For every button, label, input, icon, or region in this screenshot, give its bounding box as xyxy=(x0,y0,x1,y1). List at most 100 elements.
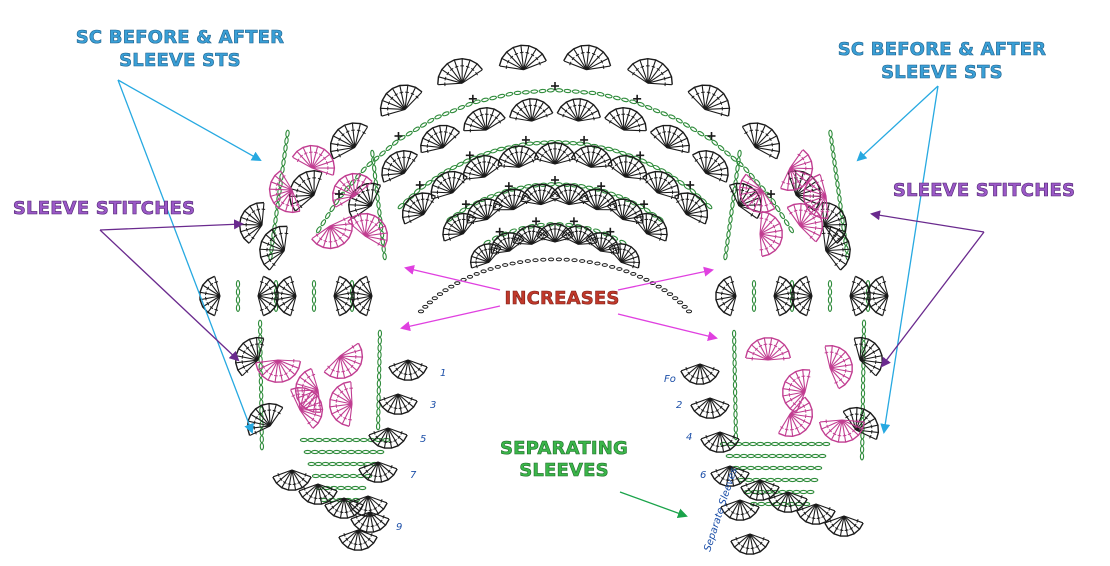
shell-stitch-icon xyxy=(730,533,770,555)
chain-stitch-icon xyxy=(596,91,637,105)
shell-stitch-icon xyxy=(520,183,561,206)
shell-stitch-icon xyxy=(379,84,423,117)
shell-stitch-icon xyxy=(323,342,364,379)
shell-stitch-icon xyxy=(824,515,864,537)
shell-stitch-icon xyxy=(742,122,781,160)
shell-stitch-icon xyxy=(350,511,390,533)
shell-stitch-icon xyxy=(469,243,502,269)
shell-stitch-icon xyxy=(563,44,612,71)
arrow-icon xyxy=(880,85,939,434)
row-number-6: 6 xyxy=(700,470,706,481)
annotation-arrows xyxy=(99,79,985,518)
shell-stitch-icon xyxy=(378,393,418,415)
shell-stitch-icon xyxy=(710,465,750,487)
arrow-icon xyxy=(99,229,240,362)
arrow-icon xyxy=(856,85,939,162)
chain-stitch-icon xyxy=(737,477,819,483)
chain-stitch-icon xyxy=(555,88,597,96)
chain-stitch-icon xyxy=(731,465,823,471)
shell-stitch-icon xyxy=(275,275,297,317)
row-number-fo: Fo xyxy=(664,374,676,385)
shell-stitch-icon xyxy=(268,170,301,214)
shell-stitch-icon xyxy=(257,275,279,317)
arrow-icon xyxy=(400,305,501,332)
arrow-icon xyxy=(117,79,254,434)
shell-stitch-icon xyxy=(556,98,602,122)
sc-cross-icon xyxy=(415,180,424,189)
shell-stitch-icon xyxy=(824,344,853,390)
chain-stitch-icon xyxy=(299,437,391,443)
shell-stitch-icon xyxy=(463,106,506,133)
sc-label-right-line1: SC BEFORE & AFTER xyxy=(838,39,1047,60)
shell-stitch-icon xyxy=(773,275,795,317)
shell-stitch-icon xyxy=(381,150,418,183)
row-numbers-left: 1 3 5 7 9 xyxy=(396,368,446,533)
shell-stitch-icon xyxy=(329,380,353,427)
shell-stitch-icon xyxy=(272,469,312,491)
shell-stitch-icon xyxy=(497,145,540,168)
shell-stitch-icon xyxy=(802,173,830,220)
shell-stitch-icon xyxy=(690,397,730,419)
sc-cross-icon xyxy=(569,217,578,226)
sc-cross-icon xyxy=(633,94,642,103)
shell-stitch-icon xyxy=(238,201,266,244)
shell-stitch-icon xyxy=(333,275,355,317)
shell-stitch-icon xyxy=(700,431,740,453)
shell-stitch-icon xyxy=(778,396,814,437)
shell-stitch-icon xyxy=(768,491,808,513)
shell-stitch-icon xyxy=(291,144,336,176)
shell-stitch-icon xyxy=(796,503,836,525)
sleeve-label-right: SLEEVE STITCHES xyxy=(893,180,1075,201)
chain-stitch-icon xyxy=(311,280,317,312)
sleeve-label-left: SLEEVE STITCHES xyxy=(13,198,195,219)
shell-stitch-icon xyxy=(508,98,554,122)
shell-stitch-icon xyxy=(680,363,720,385)
arrow-icon xyxy=(99,219,244,231)
shell-stitch-icon xyxy=(791,275,813,317)
shell-stitch-icon xyxy=(351,275,373,317)
increases-label: INCREASES xyxy=(504,288,619,309)
sc-label-right-line2: SLEEVE STS xyxy=(881,62,1003,83)
sc-label-left-line2: SLEEVE STS xyxy=(119,50,241,71)
shell-stitch-icon xyxy=(259,225,289,271)
sc-cross-icon xyxy=(636,151,645,160)
chain-stitch-icon xyxy=(307,461,379,467)
chain-stitch-icon xyxy=(639,158,667,174)
shell-stitch-icon xyxy=(649,124,690,154)
shell-stitch-icon xyxy=(329,122,368,160)
sc-cross-icon xyxy=(686,180,695,189)
chain-stitch-icon xyxy=(770,198,795,234)
row-number-4: 4 xyxy=(686,432,692,443)
shell-stitch-icon xyxy=(744,337,792,361)
sc-cross-icon xyxy=(580,135,589,144)
sc-cross-icon xyxy=(606,227,615,236)
sc-cross-icon xyxy=(504,182,513,191)
row-number-1: 1 xyxy=(440,368,446,379)
shell-stitch-icon xyxy=(626,57,673,87)
shell-stitch-icon xyxy=(818,419,866,443)
sc-cross-icon xyxy=(532,217,541,226)
sc-cross-icon xyxy=(551,82,559,90)
shell-stitch-icon xyxy=(820,201,848,244)
shell-stitch-icon xyxy=(533,141,577,165)
row-number-2: 2 xyxy=(676,400,682,411)
arrow-icon xyxy=(404,264,501,291)
sc-cross-icon xyxy=(551,176,559,184)
sleeve-stitch-layer xyxy=(255,144,866,443)
shell-stitch-icon xyxy=(401,192,436,225)
shell-stitch-icon xyxy=(199,275,221,317)
shell-stitch-icon xyxy=(821,225,851,271)
annotation-labels: SC BEFORE & AFTER SLEEVE STS SC BEFORE &… xyxy=(13,27,1076,482)
chain-stitch-icon xyxy=(434,101,473,120)
shell-stitch-icon xyxy=(332,172,373,208)
arrow-icon xyxy=(880,231,985,368)
shell-stitch-icon xyxy=(642,170,680,200)
shell-stitch-icon xyxy=(853,336,883,377)
shell-stitch-icon xyxy=(633,212,668,242)
row-number-7: 7 xyxy=(410,470,417,481)
chain-stitch-icon xyxy=(268,129,290,261)
chain-stitch-icon xyxy=(311,473,373,479)
shell-stitch-icon xyxy=(298,483,338,505)
arrow-icon xyxy=(617,313,718,341)
